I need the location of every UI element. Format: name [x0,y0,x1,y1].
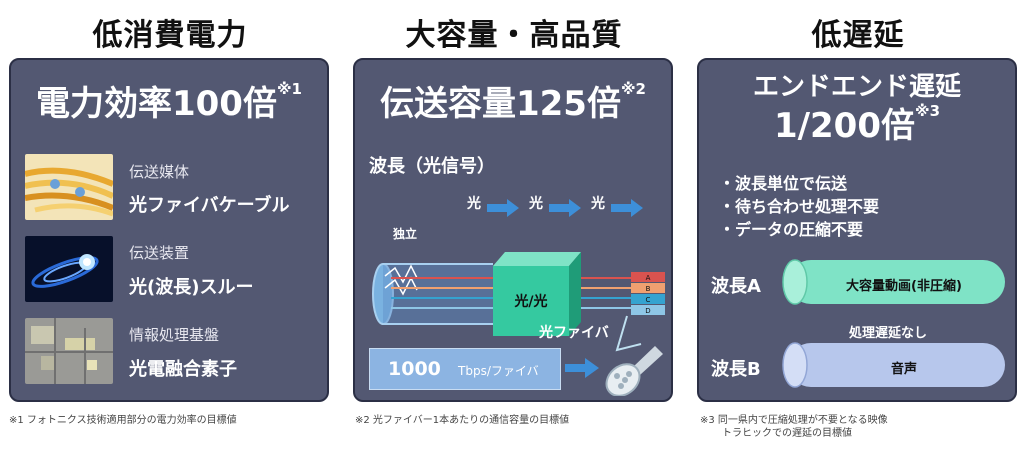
item-value-light-through: 光(波長)スルー [129,277,254,298]
optical-box-label: 光/光 [513,293,547,310]
footnote-3-line1: ※3 同一県内で圧縮処理が不要となる映像 [700,415,888,426]
channel-d: D [645,307,650,315]
column-title-low-latency: 低遅延 [811,18,905,53]
bullet-no-waiting: ・待ち合わせ処理不要 [719,197,880,216]
capsule-a-label: 大容量動画(非圧縮) [846,279,962,294]
capsule-a [782,259,1005,305]
fiber-cable-photo [25,154,113,220]
capsule-b-label: 音声 [890,362,917,377]
item-value-fiber-cable: 光ファイバケーブル [129,195,290,216]
channel-b: B [646,285,651,293]
subtitle-wavelength-signal: 波長（光信号） [369,156,495,177]
item-category-medium: 伝送媒体 [129,163,190,181]
column-title-low-power: 低消費電力 [92,18,248,53]
column-title-capacity: 大容量・高品質 [405,18,623,53]
footnote-2: ※2 光ファイバー1本あたりの通信容量の目標値 [355,415,570,426]
headline-latency-line1: エンドエンド遅延 [752,72,961,102]
fiber-bundle-icon [605,346,663,396]
fiber-label: 光ファイバ [539,325,609,341]
capacity-box: 1000 Tbps/ファイバ [369,348,561,390]
light-label-2: 光 [528,195,543,212]
arrow-icon [565,358,599,378]
headline-power-efficiency: 電力効率100倍※1 [35,80,302,124]
capacity-unit: Tbps/ファイバ [458,364,539,378]
wavelength-diagram: 光 光 光 独立 波長 光/光 A B C D [372,195,665,368]
item-category-device: 伝送装置 [129,244,190,262]
headline-latency-line2: 1/200倍※3 [773,102,941,146]
arrow-icon [487,199,519,217]
no-delay-label: 処理遅延なし [849,326,928,341]
item-value-optoelectronic: 光電融合素子 [129,359,237,380]
footnote-3-line2: トラヒックでの遅延の目標値 [722,428,852,439]
light-transmission-photo [25,236,113,302]
light-label-3: 光 [590,195,605,212]
chip-photo [25,318,113,384]
bullet-no-compression: ・データの圧縮不要 [719,220,864,239]
channel-c: C [646,296,651,304]
footnote-1: ※1 フォトニクス技術適用部分の電力効率の目標値 [9,415,237,426]
panel-capacity: 伝送容量125倍※2 波長（光信号） 光 光 光 独立 波長 光/光 [353,58,673,402]
channel-a: A [646,274,651,282]
arrow-icon [611,199,643,217]
panel-low-latency: エンドエンド遅延 1/200倍※3 ・波長単位で伝送 ・待ち合わせ処理不要 ・デ… [697,58,1017,402]
bullet-wavelength-transmission: ・波長単位で伝送 [719,174,848,193]
headline-capacity: 伝送容量125倍※2 [379,80,646,124]
arrow-icon [549,199,581,217]
item-category-platform: 情報処理基盤 [129,326,220,344]
capacity-value: 1000 [388,358,441,380]
light-label-1: 光 [466,195,481,212]
capsule-b [782,342,1005,388]
panel-low-power: 電力効率100倍※1 伝送媒体 光ファイバケーブル 伝送装置 光(波長)スルー [9,58,329,402]
wavelength-a-label: 波長A [711,276,761,297]
independent-label: 独立 [392,226,417,241]
wavelength-b-label: 波長B [711,359,761,380]
